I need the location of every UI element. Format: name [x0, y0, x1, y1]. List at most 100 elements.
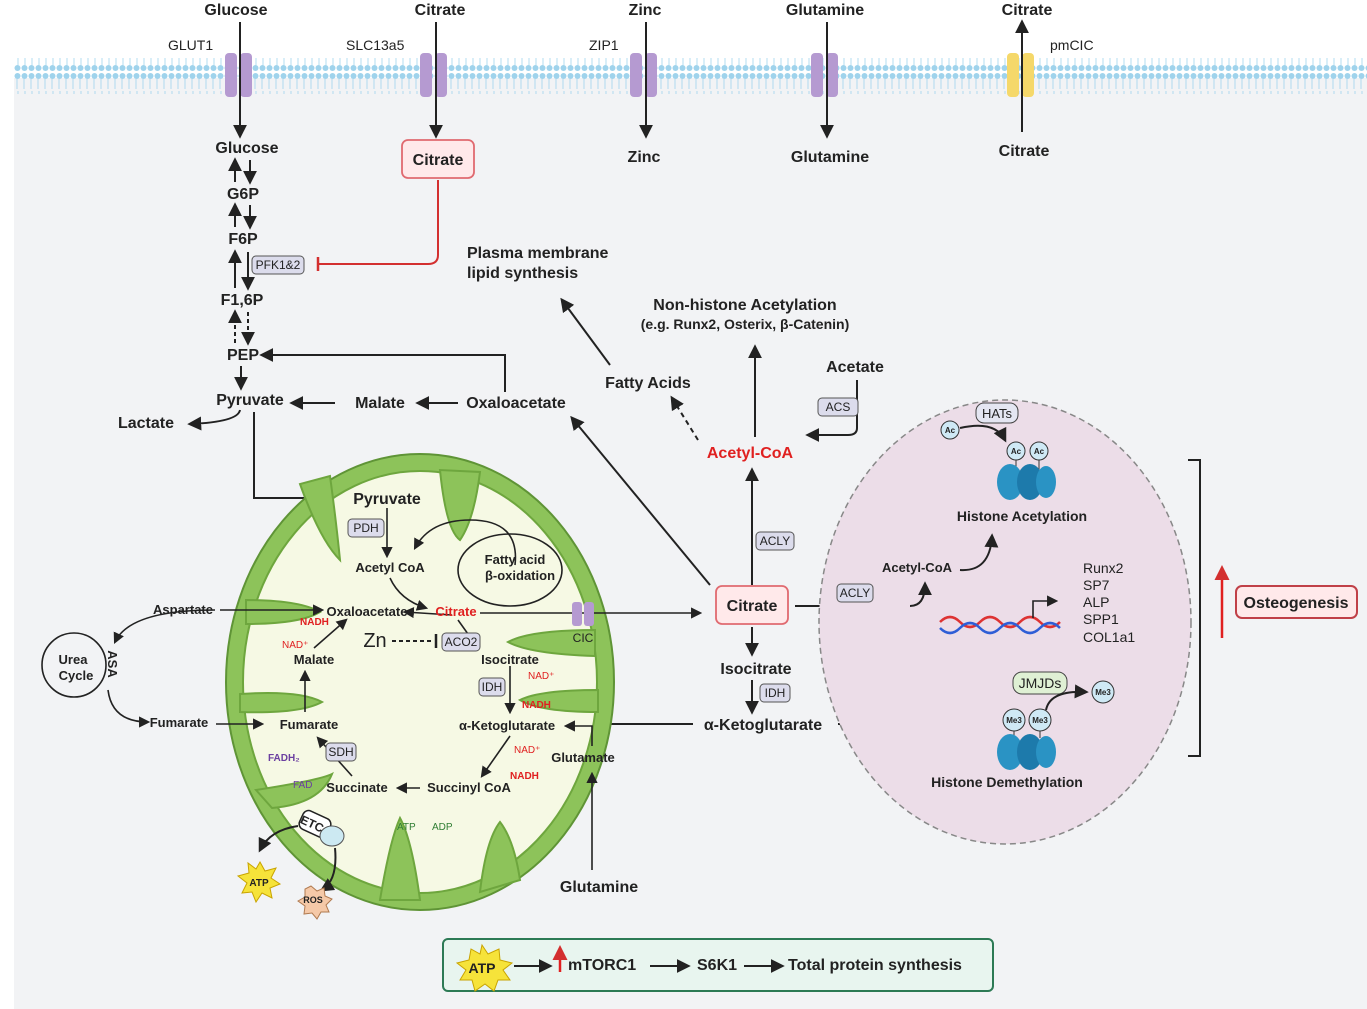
ac-tag-free [940, 420, 960, 440]
urea-fumarate-label: Fumarate [150, 715, 209, 730]
acs-label: ACS [826, 400, 851, 414]
me3-free-label: Me3 [1095, 688, 1111, 697]
pyruvate-cyto-label: Pyruvate [216, 392, 284, 409]
urea-label-1: Urea [59, 652, 89, 667]
glutamine-inside-label: Glutamine [791, 149, 869, 166]
s6k1-label: S6K1 [697, 957, 737, 974]
mito-succinyl-coa-label: Succinyl CoA [427, 780, 511, 795]
cyto-citrate-box [715, 585, 789, 625]
sdh-label: SDH [328, 745, 353, 759]
citrate-inside-label: Citrate [413, 152, 464, 169]
ac-label-1: Ac [1011, 447, 1022, 456]
nadh3-label: NADH [510, 771, 539, 782]
citrate-outside-label: Citrate [415, 2, 466, 19]
gene-sp7: SP7 [1083, 577, 1110, 593]
pdh-label: PDH [353, 521, 378, 535]
mitochondrial-matrix [242, 470, 598, 894]
atp-burst-icon [236, 860, 282, 904]
mtorc1-pathway-box [442, 938, 994, 992]
dna-helix-icon [939, 615, 1061, 635]
mito-fumarate-label: Fumarate [280, 717, 339, 732]
ac-label-2: Ac [1034, 447, 1045, 456]
cyto-isocitrate-label: Isocitrate [720, 661, 791, 678]
malate-cyto-label: Malate [355, 395, 405, 412]
plasma-membrane [14, 58, 1367, 94]
citrate-inside-label-2: Citrate [999, 143, 1050, 160]
pdh-enzyme [347, 518, 385, 538]
fad-label: FAD [293, 780, 312, 791]
urea-cycle-circle [41, 632, 107, 698]
cyto-idh-label: IDH [765, 686, 786, 700]
citrate-outside-label-2: Citrate [1002, 2, 1053, 19]
glucose-outside-label: Glucose [204, 2, 267, 19]
me3-label-2: Me3 [1032, 716, 1048, 725]
slc13a5-label: SLC13a5 [346, 37, 405, 53]
pfk-label: PFK1&2 [256, 258, 301, 272]
nad3-label: NAD⁺ [514, 745, 540, 756]
gene-col1a1: COL1a1 [1083, 629, 1135, 645]
cyto-citrate-label: Citrate [727, 598, 778, 615]
mito-pyruvate-label: Pyruvate [353, 491, 421, 508]
nucleus [818, 399, 1192, 845]
glut1-label: GLUT1 [168, 37, 213, 53]
nad2-label: NAD⁺ [528, 671, 554, 682]
atp-burst-label: ATP [249, 878, 269, 889]
cyto-idh-enzyme [759, 683, 791, 703]
glutamine-transporter [811, 53, 838, 97]
acly-label: ACLY [760, 534, 790, 548]
me3-free-icon [1091, 680, 1115, 704]
mito-idh-label: IDH [482, 680, 503, 694]
glucose-inside-label: Glucose [215, 140, 278, 157]
acetate-label: Acetate [826, 359, 884, 376]
osteogenesis-label: Osteogenesis [1244, 595, 1349, 612]
mito-akg-label: α-Ketoglutarate [459, 718, 555, 733]
glutamine-outside-label: Glutamine [786, 2, 864, 19]
nuc-acly-enzyme [836, 583, 874, 603]
gene-spp1: SPP1 [1083, 611, 1119, 627]
cic-transporter [572, 602, 594, 626]
pep-label: PEP [227, 347, 259, 364]
aco2-label: ACO2 [445, 635, 478, 649]
osteogenesis-box [1235, 585, 1358, 619]
nuc-acetyl-coa-label: Acetyl-CoA [882, 560, 953, 575]
fadh2-label: FADH₂ [268, 753, 300, 764]
nuc-acly-label: ACLY [840, 586, 870, 600]
atp-bottom-icon [455, 943, 514, 992]
oxaloacetate-cyto-label: Oxaloacetate [466, 395, 566, 412]
acetylated-nucleosome-icon [997, 441, 1056, 500]
mito-idh-enzyme [478, 677, 506, 697]
mito-succinate-label: Succinate [326, 780, 387, 795]
mito-acetyl-coa-label: Acetyl CoA [355, 560, 425, 575]
ros-label: ROS [303, 895, 323, 905]
gene-alp: ALP [1083, 594, 1109, 610]
cic-label: CIC [573, 631, 594, 645]
jmjds-enzyme [1012, 671, 1068, 695]
zinc-outside-label: Zinc [629, 2, 662, 19]
lactate-label: Lactate [118, 415, 174, 432]
mito-citrate-label: Citrate [435, 604, 476, 619]
pfk-enzyme [251, 255, 305, 275]
nadh2-label: NADH [522, 700, 551, 711]
mito-oxaloacetate-label: Oxaloacetate [327, 604, 408, 619]
f16p-label: F1,6P [221, 292, 264, 309]
mito-isocitrate-label: Isocitrate [481, 652, 539, 667]
acs-enzyme [817, 397, 859, 417]
me3-label-1: Me3 [1006, 716, 1022, 725]
jmjds-label: JMJDs [1019, 675, 1062, 691]
mito-malate-label: Malate [294, 652, 334, 667]
nonhistone-label-2: (e.g. Runx2, Osterix, β-Catenin) [641, 316, 849, 332]
mtorc1-label: mTORC1 [568, 957, 636, 974]
adp-mito-label: ADP [432, 822, 453, 833]
histone-demethylation-label: Histone Demethylation [931, 774, 1083, 790]
mito-glutamate-label: Glutamate [551, 750, 615, 765]
effect-bracket [1188, 459, 1201, 757]
plasma-lipid-label-1: Plasma membrane [467, 245, 609, 262]
urea-label-2: Cycle [59, 668, 94, 683]
acly-enzyme [755, 531, 795, 551]
gene-runx2: Runx2 [1083, 560, 1124, 576]
zip1-transporter [630, 53, 657, 97]
nad1-label: NAD⁺ [282, 640, 308, 651]
nonhistone-label-1: Non-histone Acetylation [653, 297, 836, 314]
nadh1-label: NADH [300, 617, 329, 628]
